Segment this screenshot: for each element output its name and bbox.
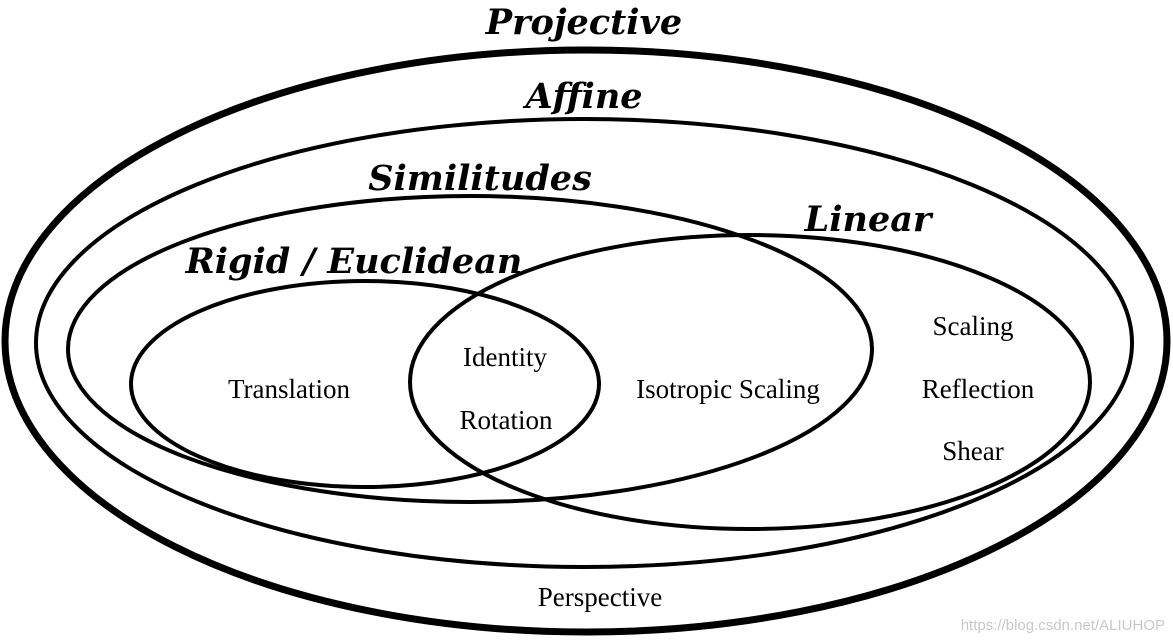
identity-label: Identity (463, 342, 547, 372)
affine-label: Affine (522, 76, 642, 117)
similitudes-ellipse (66, 194, 874, 504)
isotropic-scaling-label: Isotropic Scaling (636, 374, 820, 404)
translation-label: Translation (228, 374, 351, 404)
reflection-label: Reflection (922, 374, 1035, 404)
watermark-text: https://blog.csdn.net/ALIUHOP (961, 617, 1165, 634)
shear-label: Shear (942, 436, 1003, 466)
linear-label: Linear (804, 199, 934, 240)
rigid-euclidean-ellipse (129, 279, 601, 489)
projective-label: Projective (485, 2, 682, 43)
similitudes-label: Similitudes (368, 158, 592, 199)
affine-ellipse (34, 117, 1134, 569)
scaling-label: Scaling (933, 311, 1014, 341)
perspective-label: Perspective (538, 582, 662, 612)
linear-ellipse (408, 233, 1092, 531)
rotation-label: Rotation (460, 405, 553, 435)
rigid-euclidean-label: Rigid / Euclidean (185, 241, 523, 282)
projective-ellipse (1, 46, 1171, 636)
